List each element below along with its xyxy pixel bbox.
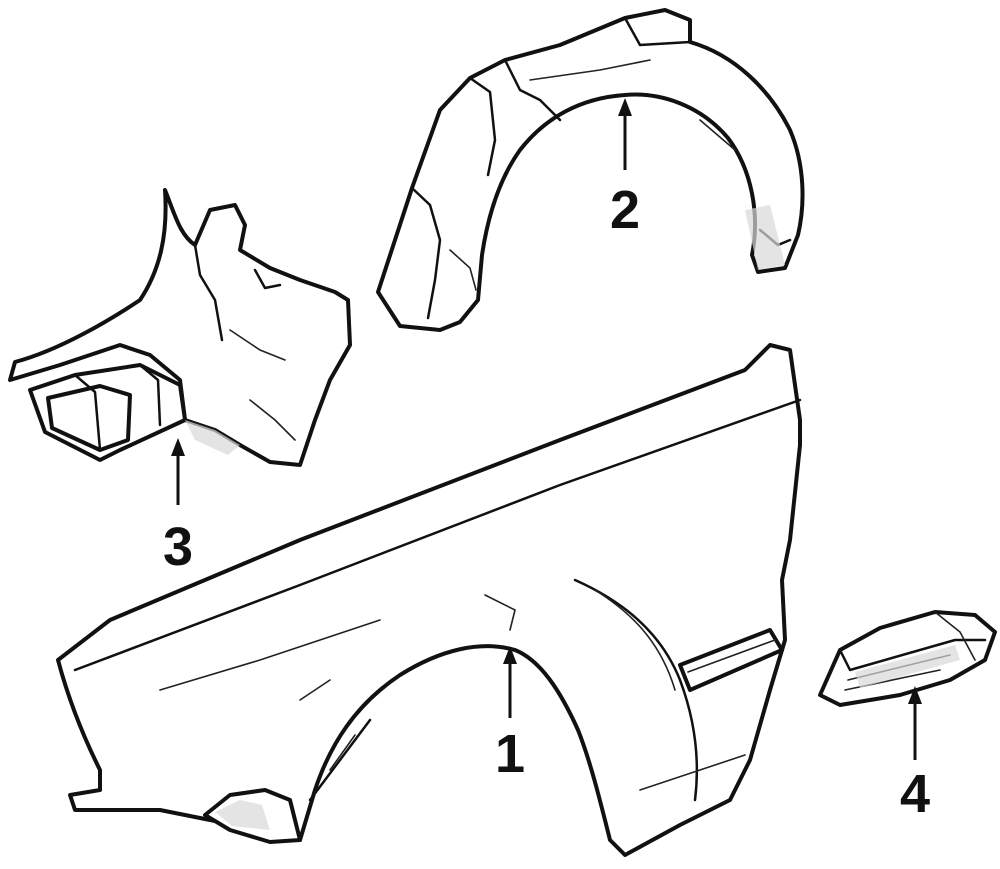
callout-1: 1: [495, 724, 525, 784]
part-1-fender: [56, 343, 802, 857]
callout-2: 2: [610, 180, 640, 240]
part-2-wheel-liner: [376, 8, 805, 332]
leader-line-3: [171, 438, 185, 505]
callout-3: 3: [163, 517, 193, 577]
part-4-side-marker: [818, 610, 997, 707]
leader-line-2: [618, 98, 632, 170]
leader-line-1: [503, 646, 517, 718]
leader-line-4: [908, 686, 922, 760]
callout-4: 4: [900, 764, 930, 824]
part-3-splash-shield: [8, 188, 352, 467]
